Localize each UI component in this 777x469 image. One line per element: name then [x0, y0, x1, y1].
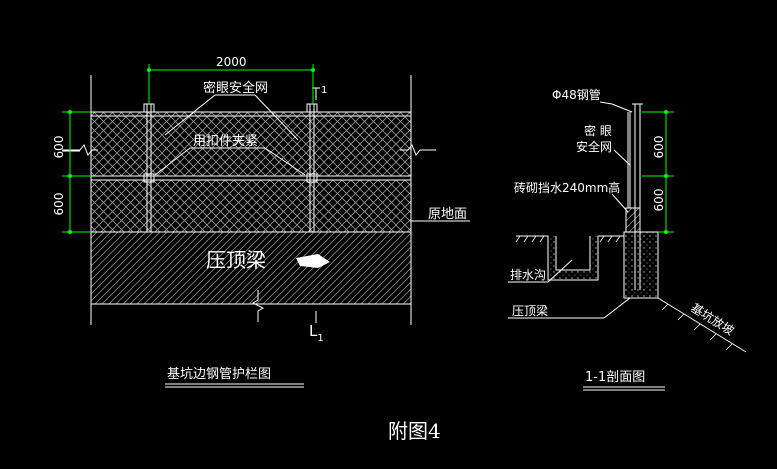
label-top-beam: 压顶梁: [206, 248, 266, 272]
label-net-1: 密 眼: [584, 123, 612, 138]
label-slope: 基坑放坡: [688, 300, 737, 338]
elevation-view: 2000 600 600 密眼安全网 用扣件夹紧 原地面 压顶梁 1 L1 基坑…: [52, 55, 470, 388]
drawing-caption: 附图4: [388, 419, 441, 443]
label-ground: 原地面: [428, 207, 467, 222]
lower-net-panel: [91, 180, 411, 232]
top-beam-hatch: [91, 232, 411, 304]
upper-net-panel: [91, 112, 411, 176]
label-beam: 压顶梁: [512, 303, 548, 318]
label-safety-net: 密眼安全网: [203, 80, 268, 96]
label-pipe: Φ48钢管: [552, 87, 601, 102]
label-ditch: 排水沟: [510, 268, 546, 282]
length-mark: L1: [309, 322, 324, 344]
dim-2000: 2000: [216, 55, 247, 69]
section-dim-600-lower: 600: [652, 189, 666, 212]
label-net-2: 安全网: [576, 139, 612, 154]
section-view: Φ48钢管 密 眼 安全网 砖砌挡水240mm高 排水沟 压顶梁 基坑放坡 60…: [508, 87, 747, 391]
dim-600-upper: 600: [52, 136, 66, 159]
section-mark-1: 1: [321, 85, 327, 96]
section-beam-fill: [624, 232, 658, 298]
ditch-fill: [548, 236, 598, 280]
brick-wall-fill: [626, 208, 640, 232]
label-clamp: 用扣件夹紧: [193, 134, 258, 149]
elevation-title: 基坑边钢管护栏图: [167, 367, 271, 382]
section-title: 1-1剖面图: [585, 370, 645, 385]
dim-600-lower: 600: [52, 193, 66, 216]
label-brick-wall: 砖砌挡水240mm高: [514, 180, 620, 195]
section-dim-600-upper: 600: [652, 136, 666, 159]
